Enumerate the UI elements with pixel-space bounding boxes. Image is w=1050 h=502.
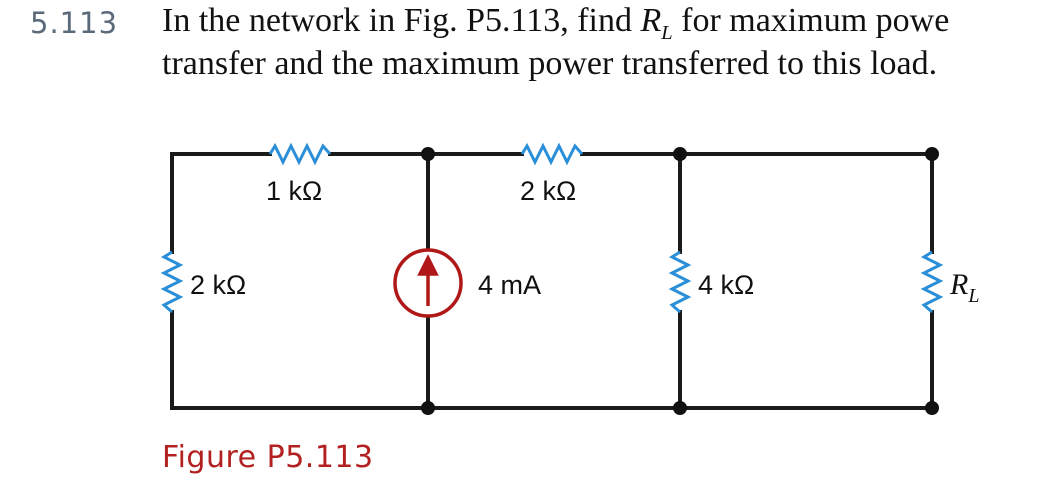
load-symbol-main: R (640, 2, 662, 39)
label-resistor-top-middle: 2 kΩ (520, 176, 576, 206)
resistor-4k (668, 250, 692, 314)
label-load-sub: L (967, 285, 979, 307)
label-resistor-top-left: 1 kΩ (266, 176, 322, 206)
node-top-rl (925, 147, 939, 161)
load-symbol: RL (640, 2, 673, 44)
node-top-4k (673, 147, 687, 161)
node-bottom-source (421, 401, 435, 415)
resistor-load (920, 250, 944, 314)
problem-number: 5.113 (30, 6, 119, 40)
resistor-top-middle (520, 142, 584, 166)
node-bottom-4k (673, 401, 687, 415)
load-symbol-sub: L (661, 21, 673, 44)
node-bottom-rl (925, 401, 939, 415)
label-load-main: R (949, 268, 968, 301)
problem-text-pre: In the network in Fig. P5.113, find (162, 2, 641, 39)
label-current-source: 4 mA (478, 270, 541, 300)
problem-text-line-2: transfer and the maximum power transferr… (162, 45, 938, 82)
resistor-left (160, 250, 184, 314)
figure-caption: Figure P5.113 (162, 440, 374, 475)
arrow-up-icon (417, 254, 439, 276)
problem-text-line-1: In the network in Fig. P5.113, find RL f… (162, 2, 949, 45)
resistor-top-left (268, 142, 332, 166)
current-source (393, 248, 463, 318)
label-resistor-load: RL (949, 268, 979, 307)
circuit-wires (170, 152, 934, 410)
problem-text-post: for maximum powe (672, 2, 950, 39)
node-top-source (421, 147, 435, 161)
label-resistor-4k: 4 kΩ (698, 270, 754, 300)
label-resistor-left: 2 kΩ (190, 270, 246, 300)
